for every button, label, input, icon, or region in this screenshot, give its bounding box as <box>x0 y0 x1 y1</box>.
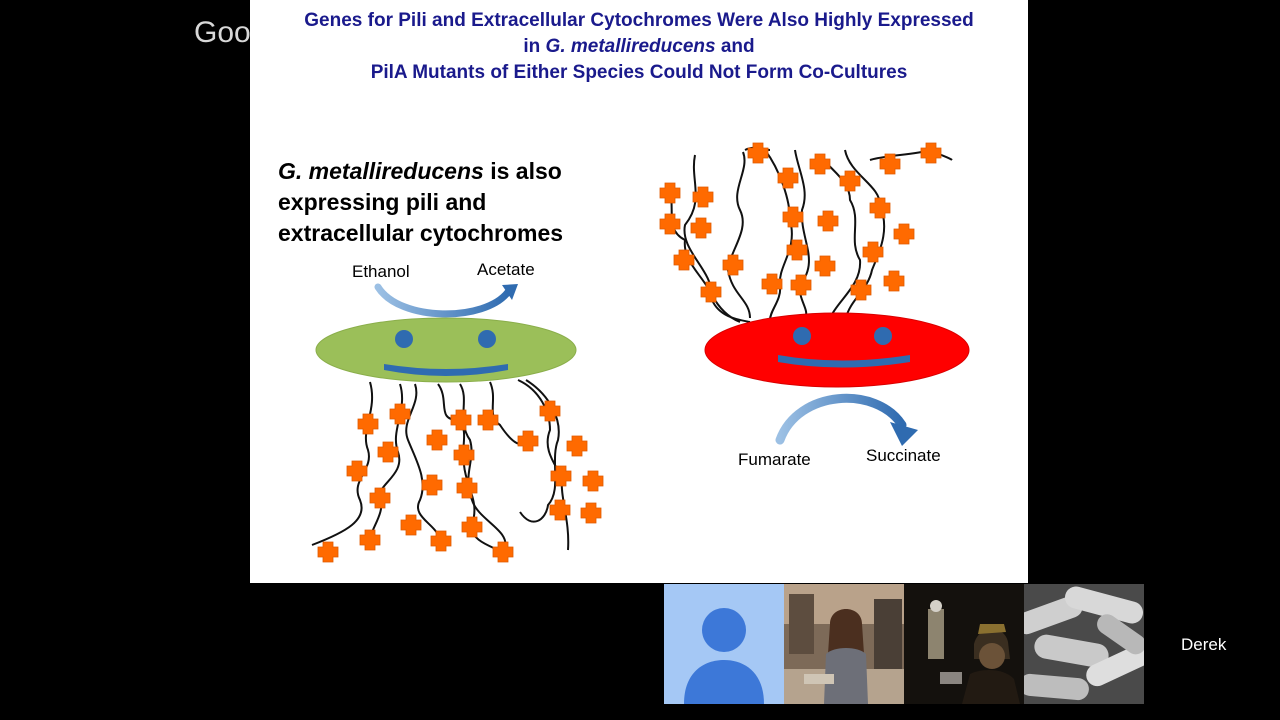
bacteria-diagram <box>311 142 970 563</box>
lab-photo-image <box>784 584 904 704</box>
title-line-2-pre: in <box>523 36 546 57</box>
desc-line-3: extracellular cytochromes <box>278 220 564 246</box>
desc-italic: G. metallireducens <box>278 158 484 184</box>
active-speaker-name: Derek <box>1181 635 1227 654</box>
participant-tile-lab[interactable] <box>784 584 904 704</box>
green-cell <box>315 317 577 383</box>
participant-tile-avatar[interactable] <box>664 584 784 704</box>
title-line-1: Genes for Pili and Extracellular Cytochr… <box>304 10 974 31</box>
succinate-label: Succinate <box>866 446 941 465</box>
title-line-2-italic: G. metallireducens <box>545 36 716 57</box>
fumarate-label: Fumarate <box>738 450 811 469</box>
slide-title: Genes for Pili and Extracellular Cytochr… <box>250 8 1028 86</box>
presentation-slide: Genes for Pili and Extracellular Cytochr… <box>250 0 1028 583</box>
desc-line-1: G. metallireducens is also <box>278 156 638 187</box>
green-cell-cytochromes <box>317 400 604 563</box>
participant-tile-dark[interactable] <box>904 584 1024 704</box>
microscopy-photo-image <box>1024 584 1144 704</box>
ethanol-acetate-arrow <box>374 283 512 318</box>
red-cell <box>704 312 970 388</box>
desc-line-1-rest: is also <box>483 158 562 184</box>
slide-description: G. metallireducens is also expressing pi… <box>278 156 638 249</box>
participant-strip <box>664 584 1144 704</box>
ethanol-label: Ethanol <box>352 262 410 281</box>
dark-photo-image <box>904 584 1024 704</box>
title-line-2: in G. metallireducens and <box>250 34 1028 60</box>
desc-line-2: expressing pili and <box>278 189 487 215</box>
fumarate-succinate-arrow <box>775 393 907 445</box>
title-line-2-post: and <box>715 36 755 57</box>
participant-tile-microscopy[interactable] <box>1024 584 1144 704</box>
person-icon <box>684 608 764 704</box>
title-line-3: PilA Mutants of Either Species Could Not… <box>370 62 908 83</box>
acetate-label: Acetate <box>477 260 535 279</box>
